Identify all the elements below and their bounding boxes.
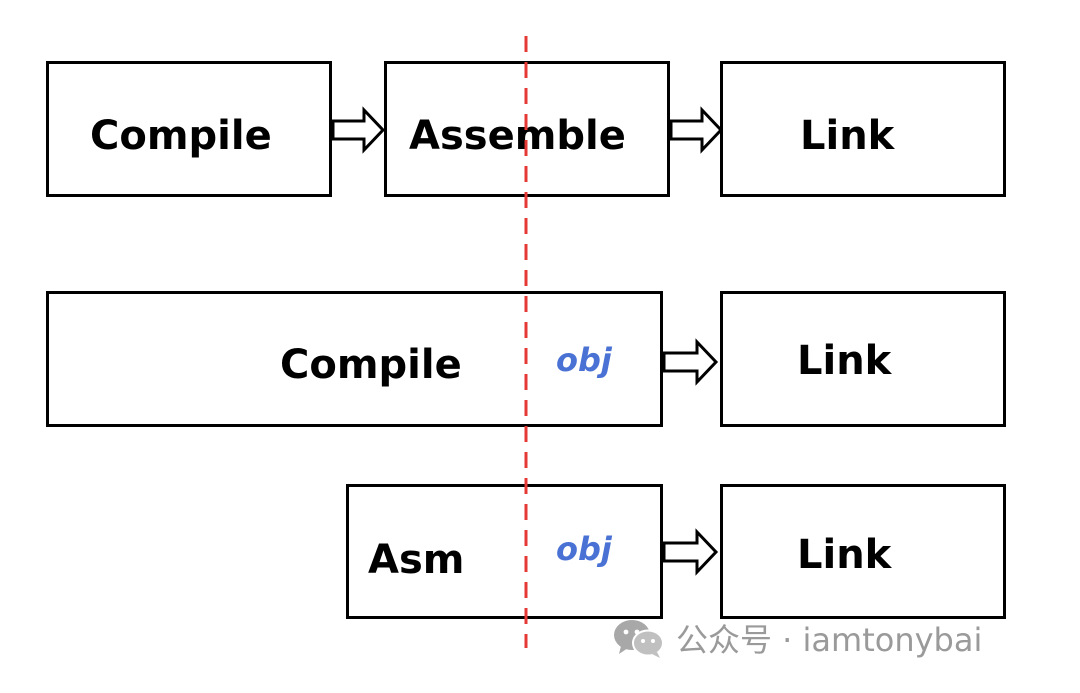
row1-compile-box xyxy=(46,61,332,197)
row2-compile-label: Compile xyxy=(280,342,462,388)
watermark-text: 公众号 · iamtonybai xyxy=(676,621,983,659)
row1-link-box xyxy=(720,61,1006,197)
row1-arrow-compile-to-assemble xyxy=(331,106,386,154)
row3-obj-label: obj xyxy=(556,530,612,568)
row2-obj-label: obj xyxy=(556,341,612,379)
row2-compile-box xyxy=(46,291,663,427)
row3-asm-box xyxy=(346,484,663,619)
row3-asm-label: Asm xyxy=(368,537,465,583)
row2-arrow-to-link xyxy=(662,338,719,386)
row1-link-label: Link xyxy=(800,113,895,159)
row1-arrow-assemble-to-link xyxy=(669,106,724,154)
row3-link-label: Link xyxy=(797,532,892,578)
row2-link-box xyxy=(720,291,1006,427)
row1-assemble-label: Assemble xyxy=(409,113,626,159)
watermark: 公众号 · iamtonybai xyxy=(612,616,982,660)
row3-link-box xyxy=(720,484,1006,619)
row1-compile-label: Compile xyxy=(90,113,272,159)
row2-link-label: Link xyxy=(797,338,892,384)
wechat-icon xyxy=(614,620,664,658)
row3-arrow-to-link xyxy=(662,528,719,576)
